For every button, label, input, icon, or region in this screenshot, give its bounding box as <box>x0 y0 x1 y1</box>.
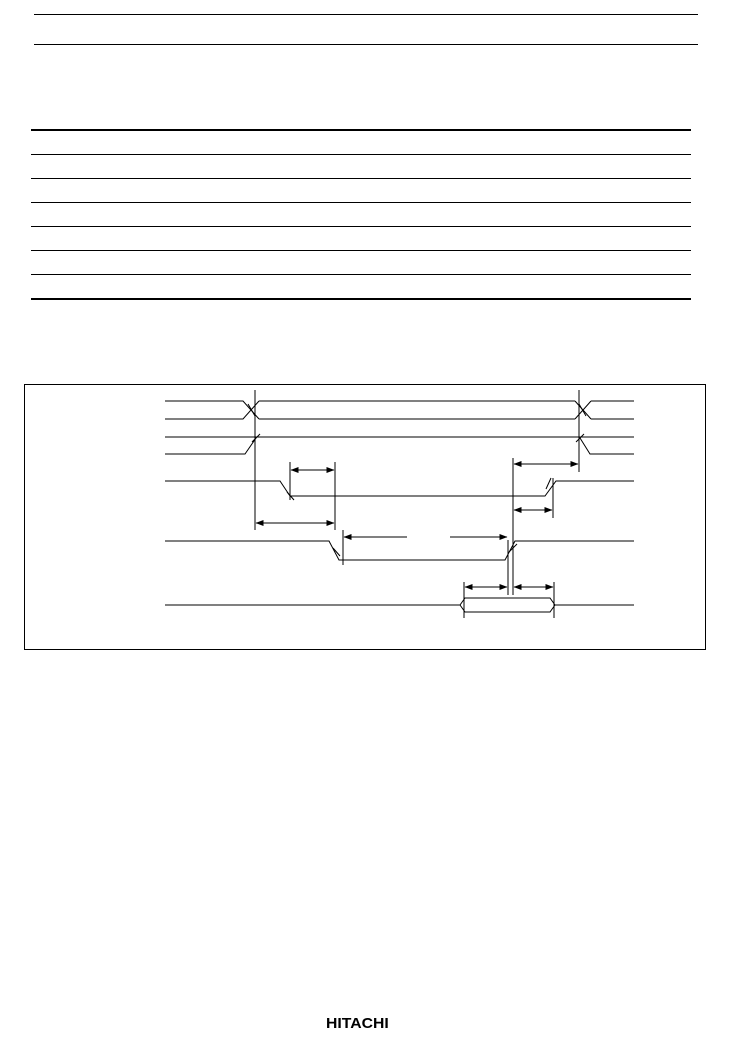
table-row-rule <box>31 250 691 251</box>
table-row-rule <box>31 154 691 155</box>
timing-diagram-frame <box>24 384 706 650</box>
table-row-rule <box>31 202 691 203</box>
table-top-rule <box>31 129 691 131</box>
signal-bus-1 <box>165 400 634 420</box>
hitachi-logo: HITACHI <box>326 1015 389 1032</box>
table-bottom-rule <box>31 298 691 300</box>
header-top-rule <box>34 14 698 15</box>
table-row-rule <box>31 178 691 179</box>
header-bottom-rule <box>34 44 698 45</box>
signal-data-5 <box>165 478 634 618</box>
table-row-rule <box>31 226 691 227</box>
signal-strobe-3 <box>165 462 634 530</box>
table-row-rule <box>31 274 691 275</box>
signal-enable-4 <box>165 458 634 595</box>
timing-dimension-arrows <box>255 461 579 590</box>
signal-rail-2 <box>165 433 634 455</box>
